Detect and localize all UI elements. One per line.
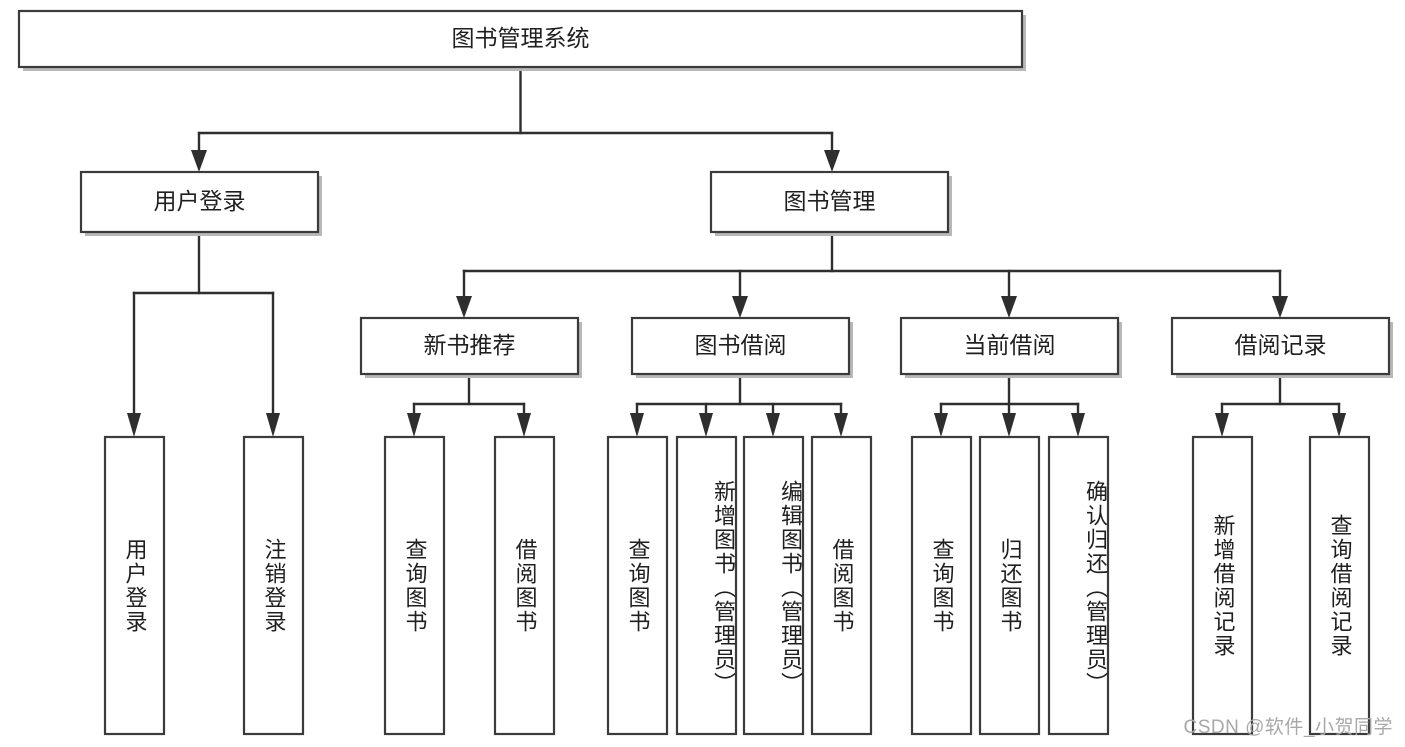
node-borrow-record-rect[interactable]	[1170, 316, 1391, 376]
node-current-borrow-label: 当前借阅	[964, 332, 1056, 358]
node-root-label: 图书管理系统	[452, 25, 590, 51]
arrow-head-leaf-query-book-3	[934, 413, 948, 437]
node-new-book-recommend-label: 新书推荐	[424, 332, 516, 358]
arrow-head-leaf-user-login	[127, 413, 141, 437]
arrow-head-leaf-confirm-return	[1071, 413, 1085, 437]
node-book-management-label: 图书管理	[784, 188, 876, 214]
node-book-borrow-label: 图书借阅	[695, 332, 787, 358]
arrow-head-leaf-return-book	[1002, 413, 1016, 437]
node-borrow-record[interactable]: 借阅记录	[1170, 316, 1393, 378]
leaf-return-book-rect[interactable]	[978, 435, 1041, 736]
arrow-head-leaf-add-book	[699, 413, 713, 437]
node-book-borrow[interactable]: 图书借阅	[630, 316, 853, 378]
leaf-add-record-rect[interactable]	[1191, 435, 1254, 736]
node-user-login[interactable]: 用户登录	[79, 170, 322, 236]
csdn-watermark: CSDN @软件_小贺同学	[1183, 717, 1393, 738]
leaf-confirm-return-rect[interactable]	[1047, 435, 1110, 736]
arrow-head-borrow-record	[1272, 296, 1288, 318]
arrow-head-leaf-query-book-2	[630, 413, 644, 437]
connector-group-current-borrow	[934, 373, 1085, 437]
arrow-head-leaf-borrow-book-1	[517, 413, 531, 437]
leaf-borrow-book-1-rect[interactable]	[493, 435, 556, 736]
arrow-head-book-management	[824, 150, 840, 172]
leaf-query-book-1-rect[interactable]	[383, 435, 446, 736]
node-root[interactable]: 图书管理系统	[17, 9, 1026, 71]
node-root-rect[interactable]	[17, 9, 1024, 69]
leaf-borrow-book-2-rect[interactable]	[810, 435, 873, 736]
leaf-query-book-2-rect[interactable]	[606, 435, 669, 736]
node-new-book-recommend[interactable]: 新书推荐	[359, 316, 582, 378]
arrow-head-leaf-edit-book	[766, 413, 780, 437]
leaf-boxes-group	[103, 435, 1371, 736]
node-current-borrow-rect[interactable]	[899, 316, 1120, 376]
node-borrow-record-label: 借阅记录	[1235, 332, 1327, 358]
node-user-login-rect[interactable]	[79, 170, 320, 234]
leaf-edit-book-rect[interactable]	[742, 435, 805, 736]
node-book-borrow-rect[interactable]	[630, 316, 851, 376]
leaf-user-login-rect[interactable]	[103, 435, 166, 736]
arrow-head-current-borrow	[1001, 296, 1017, 318]
leaf-query-record-rect[interactable]	[1308, 435, 1371, 736]
arrow-head-leaf-logout-login	[266, 413, 280, 437]
arrow-head-user-login	[191, 150, 207, 172]
node-user-login-label: 用户登录	[154, 188, 246, 214]
arrow-head-leaf-borrow-book-2	[834, 413, 848, 437]
node-current-borrow[interactable]: 当前借阅	[899, 316, 1122, 378]
connector-group-root	[191, 66, 840, 172]
leaf-add-book-rect[interactable]	[675, 435, 738, 736]
arrow-head-new-book-recommend	[456, 296, 472, 318]
node-book-management[interactable]: 图书管理	[709, 170, 952, 236]
arrow-head-leaf-query-record	[1332, 413, 1346, 437]
leaf-query-book-3-rect[interactable]	[910, 435, 973, 736]
arrow-head-book-borrow	[732, 296, 748, 318]
node-new-book-recommend-rect[interactable]	[359, 316, 580, 376]
node-book-management-rect[interactable]	[709, 170, 950, 234]
connector-group-user-login	[127, 230, 280, 437]
leaf-logout-login-rect[interactable]	[242, 435, 305, 736]
connector-group-new-book-recommend	[407, 373, 531, 437]
connector-group-borrow-record	[1215, 373, 1346, 437]
connector-group-book-management	[456, 230, 1288, 318]
connector-group-book-borrow	[630, 373, 848, 437]
arrow-head-leaf-query-book-1	[407, 413, 421, 437]
arrow-head-leaf-add-record	[1215, 413, 1229, 437]
